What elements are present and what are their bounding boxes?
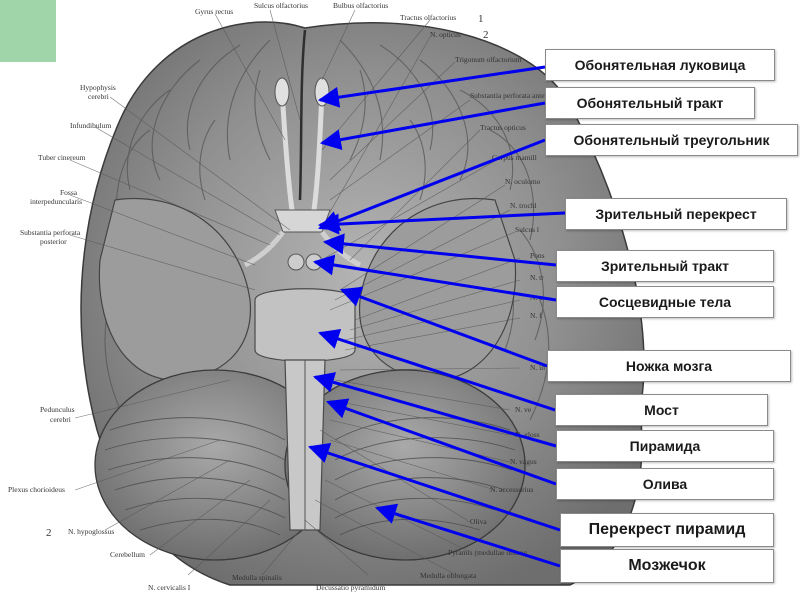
- label-olfactory-tract: Обонятельный тракт: [545, 87, 755, 119]
- label-cerebral-peduncle: Ножка мозга: [547, 350, 791, 382]
- latin-sulcus-olfactorius: Sulcus olfactorius: [254, 1, 308, 10]
- latin-n-opticus: N. opticus: [430, 30, 461, 39]
- latin-n-oculomotorius: N. oculomo: [505, 177, 541, 186]
- latin-n-ve: N. ve: [515, 405, 532, 414]
- label-olfactory-bulb: Обонятельная луковица: [545, 49, 775, 81]
- label-optic-tract: Зрительный тракт: [556, 250, 774, 282]
- label-cerebellum: Мозжечок: [560, 549, 774, 583]
- latin-decussatio-pyramidum: Decussatio pyramidum: [316, 583, 386, 592]
- label-optic-chiasm: Зрительный перекрест: [565, 198, 787, 230]
- label-mammillary-bodies: Сосцевидные тела: [556, 286, 774, 318]
- label-pyramid: Пирамида: [556, 430, 774, 462]
- latin-tractus-opticus: Tractus opticus: [480, 123, 526, 132]
- latin-cerebri-2: cerebri: [50, 415, 71, 424]
- olfactory-bulb-right: [315, 78, 329, 106]
- latin-oliva: Oliva: [470, 517, 487, 526]
- latin-n-accessorius: N. accessorius: [490, 485, 533, 494]
- latin-n-trochlearis: N. trochl: [510, 201, 537, 210]
- mammillary-body-left: [288, 254, 304, 270]
- latin-fossa: Fossa: [60, 188, 78, 197]
- label-pyramidal-decussation: Перекрест пирамид: [560, 513, 774, 547]
- label-olive: Олива: [556, 468, 774, 500]
- latin-substantia-perforata-post: Substantia perforata: [20, 228, 81, 237]
- label-pons: Мост: [555, 394, 768, 426]
- latin-bulbus-olfactorius: Bulbus olfactorius: [333, 1, 388, 10]
- latin-plexus-chorioideus: Plexus chorioideus: [8, 485, 65, 494]
- figure-number-1: 1: [478, 13, 484, 25]
- figure-number-2: 2: [483, 29, 489, 41]
- latin-n-hypoglossus: N. hypoglossus: [68, 527, 114, 536]
- latin-infundibulum: Infundibulum: [70, 121, 111, 130]
- latin-interpeduncularis: interpeduncularis: [30, 197, 82, 206]
- latin-pons: Pons: [530, 251, 545, 260]
- latin-n-f: N. f: [530, 311, 542, 320]
- latin-sulcus: Sulcus l: [515, 225, 539, 234]
- latin-trigonum: Trigonum olfactorium: [455, 55, 522, 64]
- latin-medulla-oblongata: Medulla oblongata: [420, 571, 477, 580]
- label-olfactory-triangle: Обонятельный треугольник: [545, 124, 798, 156]
- figure-number-2-left: 2: [46, 527, 52, 539]
- latin-gyrus-rectus: Gyrus rectus: [195, 7, 233, 16]
- latin-pedunculus: Pedunculus: [40, 405, 75, 414]
- latin-hypophysis: Hypophysis: [80, 83, 116, 92]
- latin-medulla-spinalis: Medulla spinalis: [232, 573, 282, 582]
- latin-cerebellum: Cerebellum: [110, 550, 145, 559]
- latin-tuber-cinereum: Tuber cinereum: [38, 153, 86, 162]
- pons-shape: [255, 289, 355, 362]
- latin-n-cervicalis: N. cervicalis I: [148, 583, 191, 592]
- latin-tractus-olfactorius: Tractus olfactorius: [400, 13, 456, 22]
- latin-n-vagus: N. vagus: [510, 457, 537, 466]
- olfactory-bulb-left: [275, 78, 289, 106]
- latin-cerebri: cerebri: [88, 92, 109, 101]
- latin-posterior: posterior: [40, 237, 67, 246]
- latin-substantia-perforata: Substantia perforata anterior: [470, 91, 556, 100]
- latin-n-tr: N. tr: [530, 273, 544, 282]
